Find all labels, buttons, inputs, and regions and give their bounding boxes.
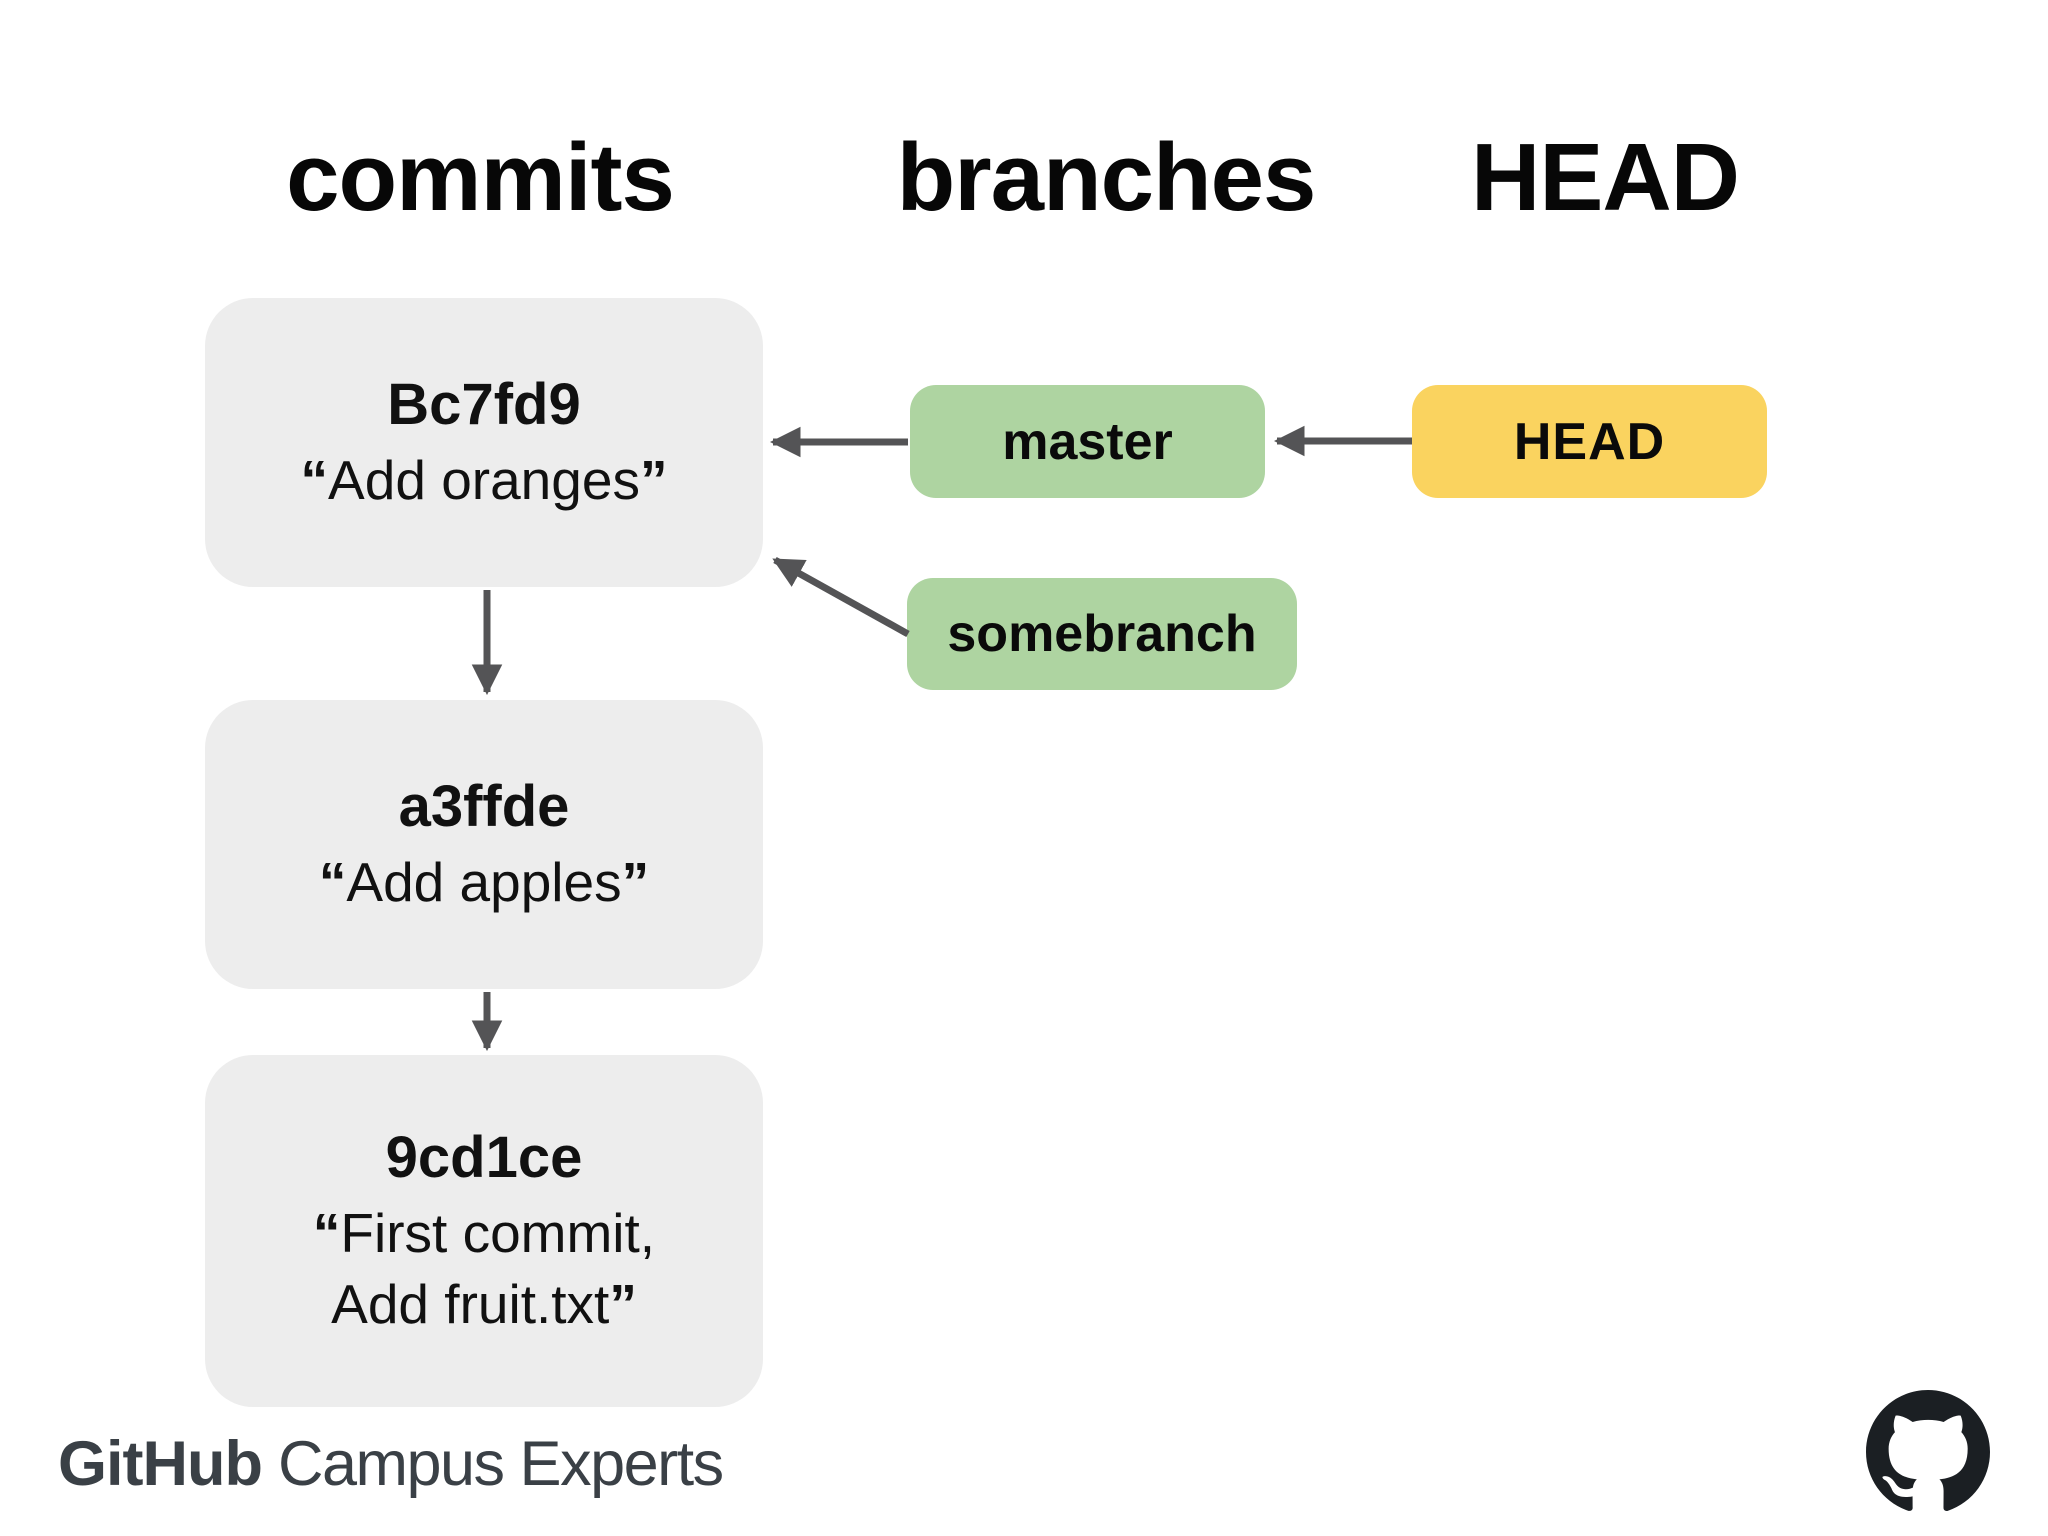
commit-message-text: Add oranges <box>328 449 640 512</box>
octocat-icon <box>1866 1390 1990 1511</box>
close-quote: ” <box>621 851 650 914</box>
commit-box-bc7fd9: Bc7fd9 “Add oranges” <box>205 298 763 587</box>
commit-message-line: Add fruit.txt” <box>313 1269 655 1339</box>
commit-message: “First commit, Add fruit.txt” <box>313 1198 655 1339</box>
column-header-branches: branches <box>896 124 1317 231</box>
commit-message: “Add apples” <box>319 847 649 917</box>
commit-hash: 9cd1ce <box>385 1124 583 1190</box>
commit-message-text: Add apples <box>346 851 622 914</box>
commit-message-text: Add fruit.txt <box>331 1272 610 1335</box>
arrow-somebranch-to-commit1 <box>772 556 910 638</box>
commit-box-a3ffde: a3ffde “Add apples” <box>205 700 763 989</box>
commit-box-9cd1ce: 9cd1ce “First commit, Add fruit.txt” <box>205 1055 763 1407</box>
commit-hash: a3ffde <box>398 773 570 839</box>
github-campus-experts-logo: GitHub Campus Experts <box>58 1428 724 1500</box>
commit-message-line: “First commit, <box>313 1198 655 1268</box>
head-pill: HEAD <box>1412 385 1767 498</box>
open-quote: “ <box>300 449 329 512</box>
close-quote: ” <box>639 449 668 512</box>
column-header-commits: commits <box>286 124 675 231</box>
close-quote: ” <box>609 1272 637 1335</box>
branch-pill-master: master <box>910 385 1265 498</box>
branch-pill-somebranch: somebranch <box>907 578 1297 690</box>
open-quote: “ <box>312 1202 341 1265</box>
campus-experts-wordmark: Campus Experts <box>277 1429 724 1499</box>
github-wordmark: GitHub <box>58 1429 263 1499</box>
commit-message-text: First commit, <box>340 1202 656 1265</box>
commit-hash: Bc7fd9 <box>387 371 581 437</box>
column-header-head: HEAD <box>1470 124 1740 231</box>
commit-message: “Add oranges” <box>301 445 668 515</box>
open-quote: “ <box>318 851 347 914</box>
